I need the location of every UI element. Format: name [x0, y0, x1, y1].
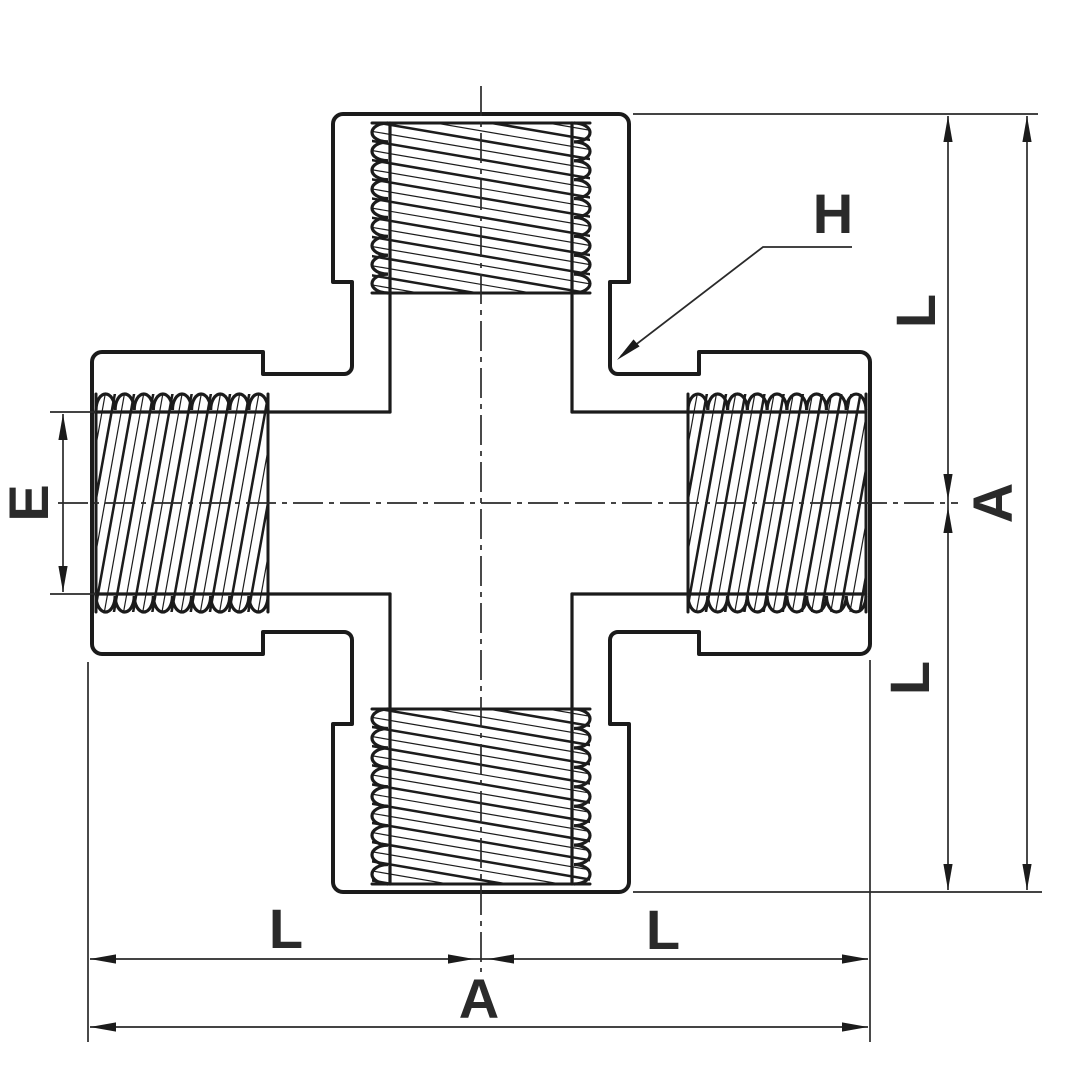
dim-label-E: E: [0, 484, 60, 522]
thread-crest-chain: [573, 707, 592, 886]
dimension-arrowhead: [448, 954, 474, 964]
leader-H: [620, 246, 852, 357]
dimension-arrowhead: [617, 339, 640, 360]
dim-label-A-right: A: [961, 482, 1024, 524]
dimension-arrowhead: [842, 1022, 868, 1032]
fitting-body-outline: [90, 112, 872, 894]
thread-crest-chain: [686, 392, 868, 411]
thread-crest-chain: [94, 392, 270, 411]
dimension-arrowhead: [1022, 116, 1032, 142]
arrowheads: [58, 116, 1032, 1032]
dim-label-L-right-upper: L: [884, 293, 947, 329]
dim-label-L-bottom-left: L: [268, 897, 304, 960]
thread-crests: [94, 121, 868, 886]
dimension-arrowhead: [90, 954, 116, 964]
thread-root-lines: [93, 121, 868, 886]
dim-label-L-bottom-right: L: [645, 898, 681, 961]
dimension-arrowhead: [1022, 864, 1032, 890]
dimension-arrowhead: [58, 414, 68, 440]
dimension-lines: [62, 116, 1028, 1028]
dimension-arrowhead: [90, 1022, 116, 1032]
thread-crest-chain: [370, 707, 389, 886]
dim-label-A-bottom: A: [458, 967, 500, 1030]
centerlines: [58, 86, 958, 972]
dimension-arrowhead: [943, 864, 953, 890]
dim-label-L-right-lower: L: [878, 660, 941, 696]
dim-label-H: H: [812, 182, 854, 245]
dimension-arrowhead: [842, 954, 868, 964]
dimension-arrowhead: [58, 566, 68, 592]
thread-hatching: [96, 123, 866, 884]
thread-crest-chain: [94, 595, 270, 614]
thread-crest-chain: [686, 595, 868, 614]
dimension-arrowhead: [943, 474, 953, 500]
thread-crest-chain: [573, 121, 592, 295]
extension-lines: [50, 113, 1042, 1042]
dimension-arrowhead: [943, 116, 953, 142]
dimension-arrowhead: [943, 507, 953, 533]
dimension-arrowhead: [488, 954, 514, 964]
thread-crest-chain: [370, 121, 389, 295]
